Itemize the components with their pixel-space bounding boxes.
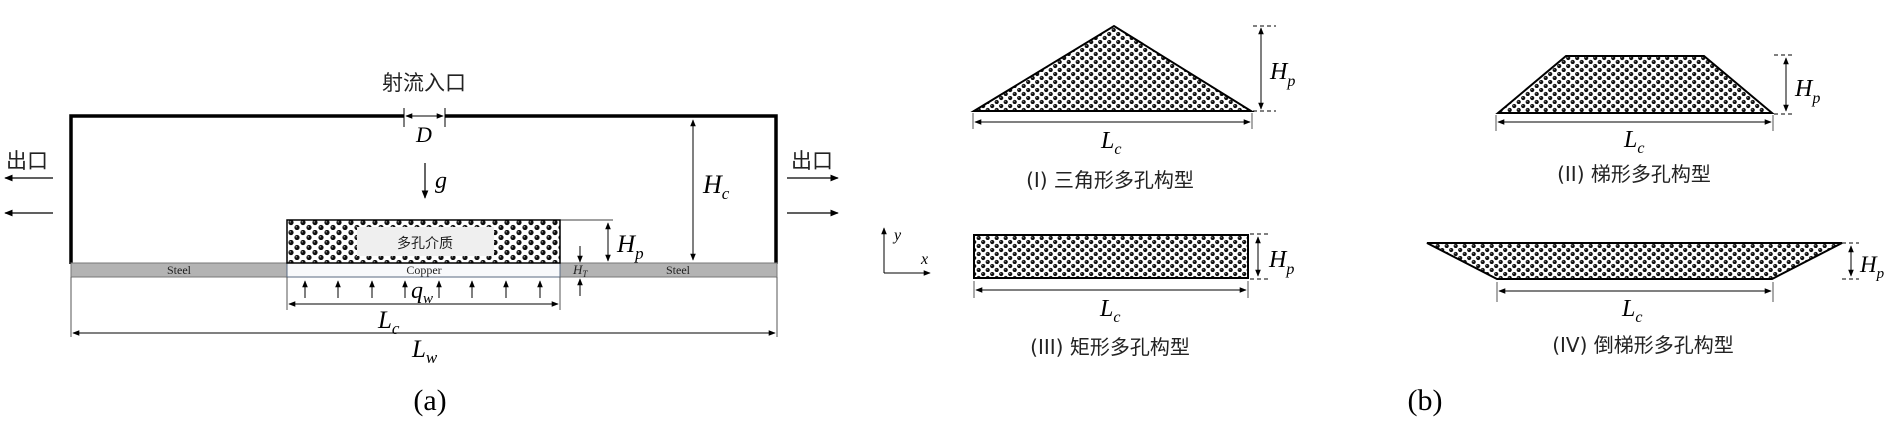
config-triangle: Hp Lc (I) 三角形多孔构型: [970, 24, 1295, 192]
rectangle-porous-shape: [973, 234, 1249, 279]
config-inverted-trapezoid: Hp Lc (IV) 倒梯形多孔构型: [1426, 242, 1885, 357]
steel-right-label: Steel: [666, 263, 691, 277]
trapezoid-hp-label: Hp: [1794, 76, 1820, 107]
rectangle-caption: (III) 矩形多孔构型: [1030, 335, 1190, 359]
trapezoid-lc-label: Lc: [1623, 127, 1644, 157]
panel-b-caption: (b): [1408, 384, 1443, 417]
inverted-trapezoid-caption: (IV) 倒梯形多孔构型: [1552, 333, 1734, 357]
heat-flux-label: qw: [411, 278, 433, 307]
triangle-lc-label: Lc: [1100, 128, 1121, 158]
jet-inlet-label: 射流入口: [382, 71, 466, 95]
trapezoid-porous-shape: [1495, 55, 1775, 114]
panel-a-caption: (a): [413, 384, 446, 417]
triangle-porous-shape: [970, 24, 1255, 112]
outlet-right-label: 出口: [791, 149, 833, 173]
wall-length-label: Lw: [411, 336, 438, 367]
config-trapezoid: Hp Lc (II) 梯形多孔构型: [1495, 54, 1820, 186]
y-axis-label: y: [892, 227, 902, 244]
rectangle-hp-label: Hp: [1268, 247, 1294, 278]
outlet-left-label: 出口: [6, 149, 48, 173]
inverted-trapezoid-porous-shape: [1426, 242, 1843, 280]
channel-height-label: Hc: [702, 170, 730, 203]
copper-label: Copper: [406, 263, 441, 277]
trapezoid-caption: (II) 梯形多孔构型: [1557, 162, 1711, 186]
triangle-hp-label: Hp: [1269, 59, 1295, 90]
gravity-symbol: g: [435, 168, 447, 194]
rectangle-lc-label: Lc: [1099, 296, 1120, 326]
channel-top-wall-left: [69, 114, 404, 264]
plate-thickness-label: HT: [572, 262, 588, 279]
copper-length-label: Lc: [377, 307, 400, 338]
panel-b: y x Hp Lc (I) 三角形多孔构型 Hp Lc: [881, 24, 1885, 417]
channel-top-wall-right: [445, 114, 778, 264]
inverted-trapezoid-hp-label: Hp: [1859, 252, 1885, 282]
steel-left-label: Steel: [167, 263, 192, 277]
inverted-trapezoid-lc-label: Lc: [1621, 296, 1642, 326]
porous-label-box: [357, 227, 494, 256]
x-axis-label: x: [920, 251, 928, 268]
porous-height-label: Hp: [616, 231, 644, 263]
porous-label: 多孔介质: [397, 235, 453, 252]
axis-indicator: y x: [881, 227, 931, 276]
panel-a: 射流入口 D g 出口 出口 Hc Steel Steel Copper 多孔介…: [4, 71, 839, 417]
jet-width-symbol: D: [415, 122, 432, 147]
triangle-caption: (I) 三角形多孔构型: [1026, 168, 1194, 192]
heat-flux-arrows: [302, 280, 543, 298]
config-rectangle: Hp Lc (III) 矩形多孔构型: [973, 233, 1294, 359]
